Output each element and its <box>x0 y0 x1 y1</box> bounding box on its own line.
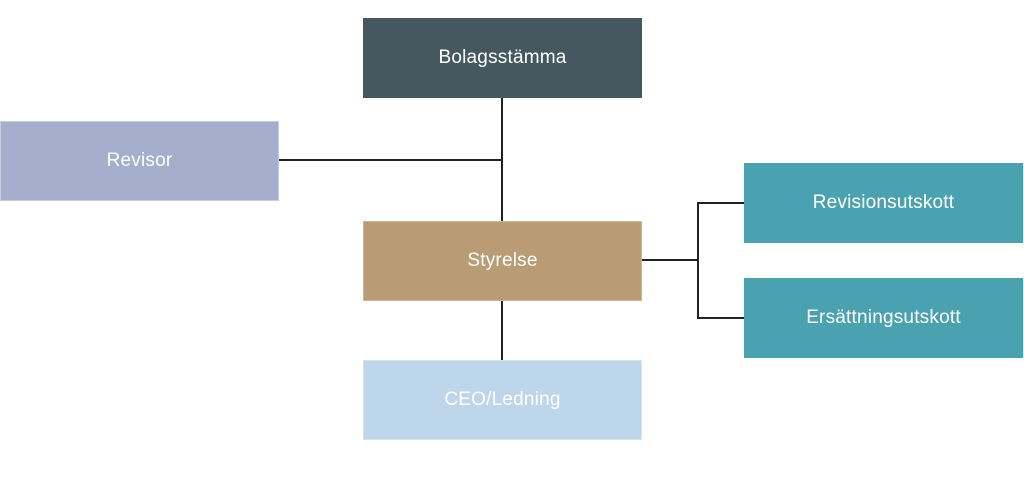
node-bolagsstamma: Bolagsstämma <box>363 18 642 98</box>
node-bolagsstamma-label: Bolagsstämma <box>438 47 567 68</box>
node-revisionsutskott-label: Revisionsutskott <box>812 192 955 213</box>
node-revisor-label: Revisor <box>106 150 173 171</box>
node-revisor: Revisor <box>0 121 279 201</box>
node-ersattningsutskott-label: Ersättningsutskott <box>806 307 961 328</box>
node-ceo-ledning: CEO/Ledning <box>363 360 642 440</box>
node-revisionsutskott: Revisionsutskott <box>744 163 1023 243</box>
node-styrelse-label: Styrelse <box>467 250 538 271</box>
node-styrelse: Styrelse <box>363 221 642 301</box>
node-ceo-ledning-label: CEO/Ledning <box>444 389 561 410</box>
node-ersattningsutskott: Ersättningsutskott <box>744 278 1023 358</box>
